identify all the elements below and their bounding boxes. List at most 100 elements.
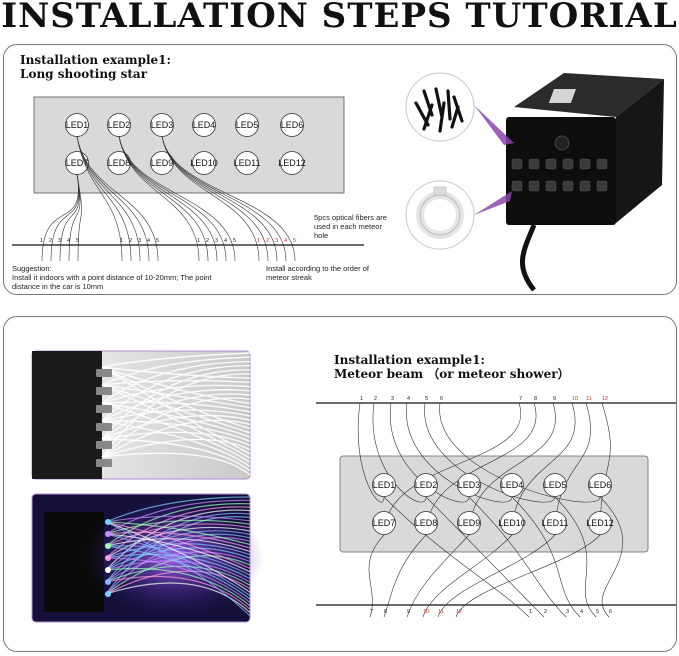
p1-fiber-number: 4 [67, 238, 70, 244]
p1-fiber-number: 5 [233, 238, 236, 244]
p2-led-10: LED10 [498, 511, 526, 535]
p2-led-3-label: LED3 [458, 480, 481, 490]
p2-led-9-label: LED9 [458, 518, 481, 528]
p1-led-12: LED12 [278, 151, 306, 175]
p2-led-9: LED9 [457, 511, 481, 535]
p1-led-6: LED6 [280, 113, 304, 137]
p1-led-10-label: LED10 [190, 158, 218, 168]
suggestion-label: Suggestion: [12, 264, 52, 273]
p1-led-11-label: LED11 [234, 158, 261, 168]
p2-led-4: LED4 [500, 473, 524, 497]
p1-led-1-label: LED1 [66, 120, 89, 130]
p2-led-5-label: LED5 [544, 480, 567, 490]
p1-led-7-label: LED7 [66, 158, 89, 168]
p1-led-4: LED4 [192, 113, 216, 137]
p2-bottom-number: 9 [407, 609, 410, 615]
panel1-led-box [33, 96, 345, 194]
p1-fiber-number: 1 [257, 238, 260, 244]
p2-led-7: LED7 [372, 511, 396, 535]
p1-fiber-number: 5 [76, 238, 79, 244]
p1-led-1: LED1 [65, 113, 89, 137]
p2-led-11: LED11 [542, 511, 569, 535]
p2-bottom-number: 12 [456, 609, 462, 615]
p2-top-number: 10 [572, 396, 578, 402]
p2-bottom-number: 2 [544, 609, 547, 615]
example-long-shooting-star-panel: Installation example1: Long shooting sta… [3, 44, 677, 295]
p2-top-number: 12 [602, 396, 608, 402]
p1-led-2: LED2 [107, 113, 131, 137]
p2-led-3: LED3 [457, 473, 481, 497]
p2-led-10-label: LED10 [498, 518, 526, 528]
p1-led-2-label: LED2 [108, 120, 131, 130]
p1-led-5-label: LED5 [236, 120, 259, 130]
p1-fiber-number: 4 [147, 238, 150, 244]
fiber-photo-glowing [31, 493, 264, 623]
suggestion-note: Suggestion: Install it indoors with a po… [12, 264, 222, 291]
p2-top-number: 2 [374, 396, 377, 402]
p2-led-5: LED5 [543, 473, 567, 497]
p2-bottom-number: 4 [580, 609, 583, 615]
p1-led-5: LED5 [235, 113, 259, 137]
p2-top-number: 1 [360, 396, 363, 402]
p1-fiber-number: 4 [284, 238, 287, 244]
controller-box-illustration [506, 73, 664, 292]
p1-led-10: LED10 [190, 151, 218, 175]
p1-fiber-number: 1 [197, 238, 200, 244]
p2-led-12-label: LED12 [586, 518, 614, 528]
p1-led-9-label: LED9 [151, 158, 174, 168]
p2-led-2-label: LED2 [415, 480, 438, 490]
p1-led-4-label: LED4 [193, 120, 216, 130]
p2-led-12: LED12 [586, 511, 614, 535]
install-order-note: Install according to the order of meteor… [266, 264, 369, 282]
p2-led-1-label: LED1 [373, 480, 396, 490]
p2-bottom-number: 7 [370, 609, 373, 615]
p2-led-6-label: LED6 [589, 480, 612, 490]
p1-fiber-number: 4 [224, 238, 227, 244]
p2-bottom-number: 10 [423, 609, 429, 615]
p1-fiber-number: 3 [275, 238, 278, 244]
p1-fiber-number: 3 [215, 238, 218, 244]
panel1-heading-line2: Long shooting star [20, 67, 148, 81]
p2-top-number: 9 [553, 396, 556, 402]
p2-bottom-number: 11 [438, 609, 444, 615]
fiber-count-note: 5pcs optical fibers are used in each met… [314, 213, 387, 240]
p1-fiber-number: 5 [156, 238, 159, 244]
p1-led-6-label: LED6 [281, 120, 304, 130]
panel1-heading-line1: Installation example1: [20, 53, 171, 67]
p1-fiber-number: 1 [40, 238, 43, 244]
p2-led-11-label: LED11 [542, 518, 569, 528]
page-title: INSTALLATION STEPS TUTORIAL [1, 0, 678, 36]
p2-bottom-number: 6 [609, 609, 612, 615]
p2-top-number: 7 [519, 396, 522, 402]
p2-led-6: LED6 [588, 473, 612, 497]
p1-led-9: LED9 [150, 151, 174, 175]
p1-fiber-number: 2 [206, 238, 209, 244]
p2-top-number: 4 [407, 396, 410, 402]
p2-top-number: 8 [534, 396, 537, 402]
screws-callout [405, 72, 514, 145]
p1-led-12-label: LED12 [278, 158, 306, 168]
p1-fiber-number: 2 [266, 238, 269, 244]
p1-led-3-label: LED3 [151, 120, 174, 130]
panel2-heading-line1: Installation example1: [334, 353, 485, 367]
p1-led-3: LED3 [150, 113, 174, 137]
p1-fiber-number: 2 [49, 238, 52, 244]
p2-led-1: LED1 [372, 473, 396, 497]
p1-fiber-number: 5 [293, 238, 296, 244]
p2-led-8: LED8 [414, 511, 438, 535]
p2-bottom-number: 8 [384, 609, 387, 615]
fiber-photo-daylight [31, 350, 251, 480]
panel1-heading: Installation example1: Long shooting sta… [20, 53, 171, 81]
p2-led-4-label: LED4 [501, 480, 524, 490]
p2-top-number: 11 [586, 396, 592, 402]
p1-fiber-number: 3 [138, 238, 141, 244]
p2-bottom-number: 3 [566, 609, 569, 615]
p1-fiber-number: 1 [120, 238, 123, 244]
panel2-heading-line2: Meteor beam （or meteor shower） [334, 367, 570, 381]
p1-led-8: LED8 [107, 151, 131, 175]
p2-top-number: 5 [425, 396, 428, 402]
fiber-ring-callout [405, 180, 512, 250]
p2-led-7-label: LED7 [373, 518, 396, 528]
p1-led-8-label: LED8 [108, 158, 131, 168]
